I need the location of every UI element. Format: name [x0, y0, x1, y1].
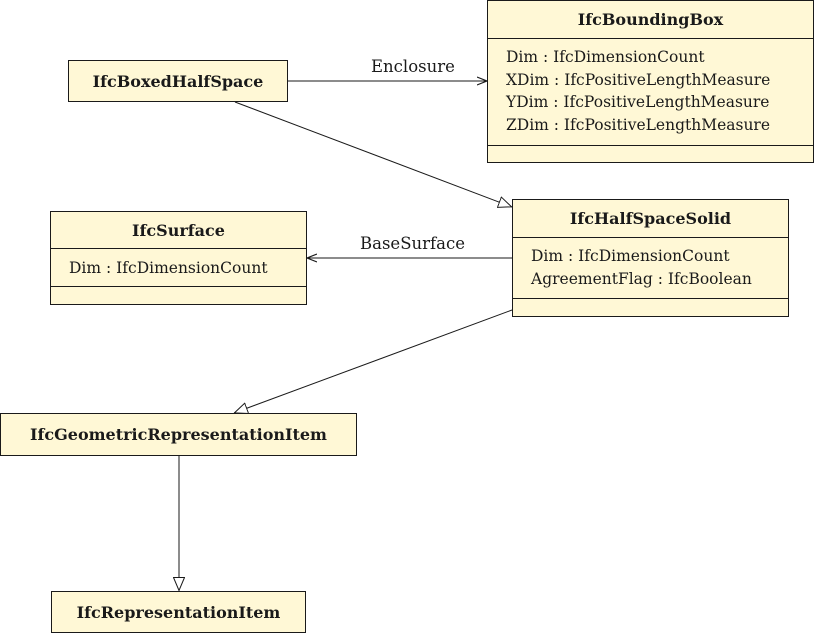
class-name: IfcGeometricRepresentationItem	[30, 425, 327, 444]
base-surface-label: BaseSurface	[360, 234, 465, 253]
enclosure-label: Enclosure	[371, 57, 455, 76]
class-ifc-geometric-representation-item[interactable]: IfcGeometricRepresentationItem	[0, 413, 357, 456]
class-name: IfcSurface	[132, 220, 225, 240]
half-space-solid-generalization-line	[234, 309, 513, 413]
attribute: Dim : IfcDimensionCount	[506, 48, 705, 66]
class-ifc-bounding-box[interactable]: IfcBoundingBox Dim : IfcDimensionCount X…	[487, 0, 814, 163]
class-ifc-half-space-solid[interactable]: IfcHalfSpaceSolid Dim : IfcDimensionCoun…	[512, 199, 789, 317]
class-name: IfcBoxedHalfSpace	[92, 71, 264, 91]
operation-compartment	[51, 286, 306, 304]
class-name: IfcBoundingBox	[577, 10, 724, 29]
class-name: IfcHalfSpaceSolid	[569, 209, 732, 228]
class-ifc-representation-item[interactable]: IfcRepresentationItem	[51, 591, 306, 633]
attribute-compartment: Dim : IfcDimensionCount AgreementFlag : …	[513, 237, 788, 298]
attribute-compartment: Dim : IfcDimensionCount	[51, 248, 306, 286]
class-ifc-boxed-half-space[interactable]: IfcBoxedHalfSpace	[68, 60, 288, 102]
class-name: IfcRepresentationItem	[76, 602, 281, 622]
attribute: YDim : IfcPositiveLengthMeasure	[506, 93, 770, 111]
operation-compartment	[488, 145, 813, 162]
attribute: AgreementFlag : IfcBoolean	[531, 269, 752, 288]
attribute: Dim : IfcDimensionCount	[531, 247, 730, 265]
operation-compartment	[513, 298, 788, 316]
attribute-compartment: Dim : IfcDimensionCount XDim : IfcPositi…	[488, 38, 813, 145]
attribute: Dim : IfcDimensionCount	[69, 259, 268, 277]
attribute: XDim : IfcPositiveLengthMeasure	[506, 70, 771, 89]
class-ifc-surface[interactable]: IfcSurface Dim : IfcDimensionCount	[50, 211, 307, 305]
boxed-half-space-generalization-line	[234, 101, 512, 207]
attribute: ZDim : IfcPositiveLengthMeasure	[506, 115, 771, 134]
